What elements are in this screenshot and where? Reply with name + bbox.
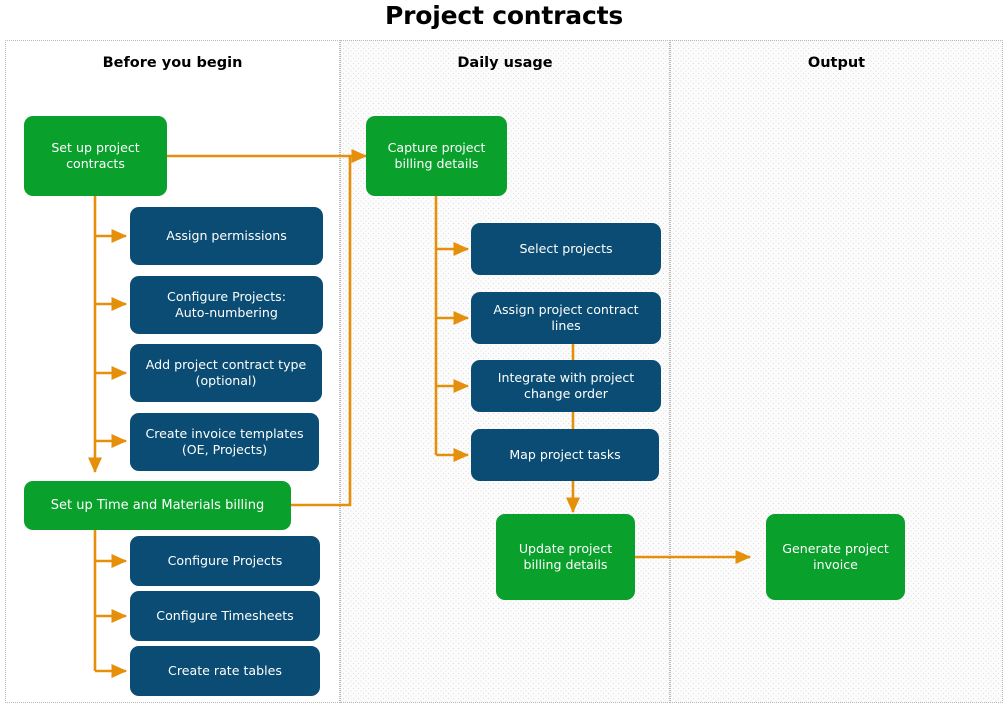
node-generate-project-invoice[interactable]: Generate project invoice <box>766 514 905 600</box>
node-configure-projects-auto-numbering[interactable]: Configure Projects: Auto-numbering <box>130 276 323 334</box>
swimlane-output: Output <box>670 40 1003 703</box>
swimlane-label-before-you-begin: Before you begin <box>102 55 243 71</box>
node-assign-permissions[interactable]: Assign permissions <box>130 207 323 265</box>
node-create-invoice-templates[interactable]: Create invoice templates (OE, Projects) <box>130 413 319 471</box>
node-set-up-project-contracts[interactable]: Set up project contracts <box>24 116 167 196</box>
node-set-up-time-and-materials-billing[interactable]: Set up Time and Materials billing <box>24 481 291 530</box>
node-add-project-contract-type[interactable]: Add project contract type (optional) <box>130 344 322 402</box>
node-capture-project-billing-details[interactable]: Capture project billing details <box>366 116 507 196</box>
node-create-rate-tables[interactable]: Create rate tables <box>130 646 320 696</box>
node-assign-project-contract-lines[interactable]: Assign project contract lines <box>471 292 661 344</box>
node-map-project-tasks[interactable]: Map project tasks <box>471 429 659 481</box>
node-select-projects[interactable]: Select projects <box>471 223 661 275</box>
node-configure-projects[interactable]: Configure Projects <box>130 536 320 586</box>
node-update-project-billing-details[interactable]: Update project billing details <box>496 514 635 600</box>
swimlane-label-daily-usage: Daily usage <box>457 55 553 71</box>
page-title: Project contracts <box>384 1 624 30</box>
node-integrate-with-project-change-order[interactable]: Integrate with project change order <box>471 360 661 412</box>
node-configure-timesheets[interactable]: Configure Timesheets <box>130 591 320 641</box>
swimlane-label-output: Output <box>807 55 866 71</box>
